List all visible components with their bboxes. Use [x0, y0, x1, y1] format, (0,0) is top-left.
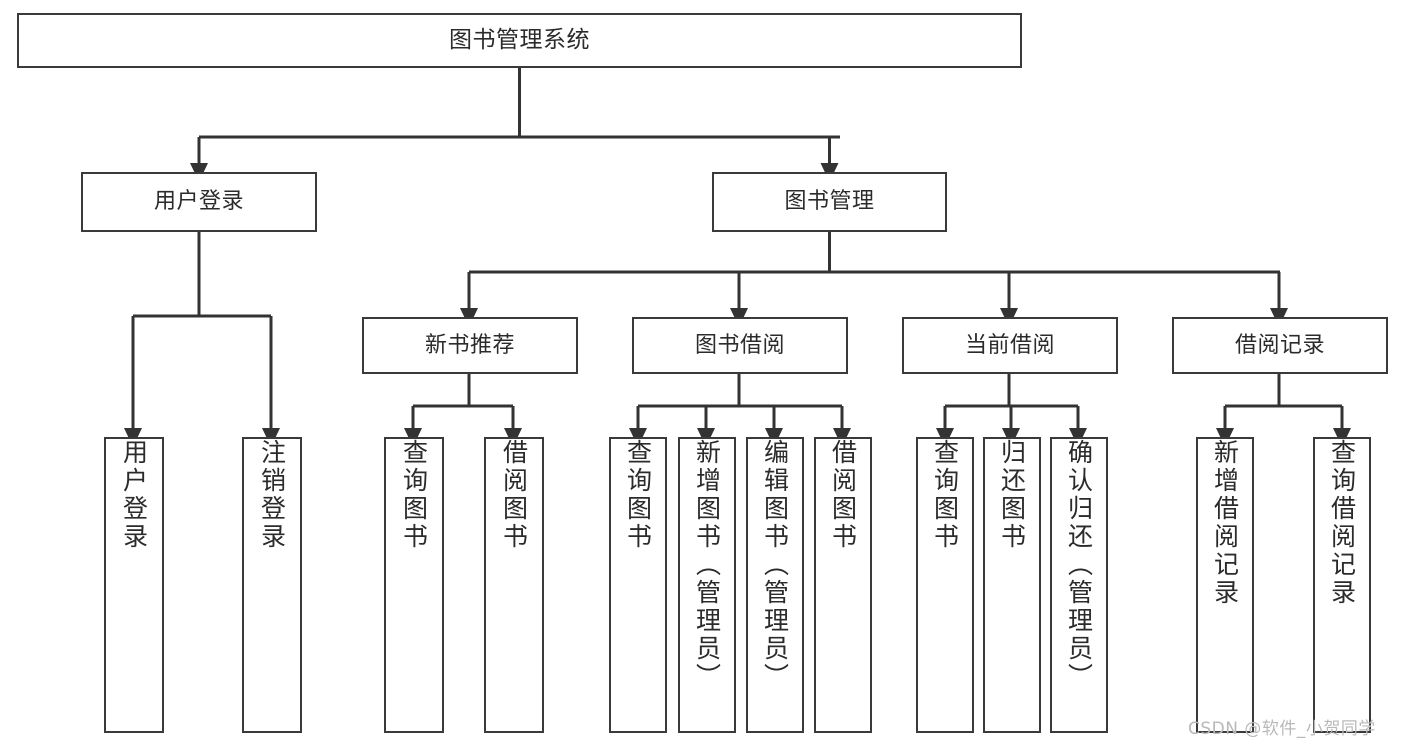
- node-leaf-query-record[interactable]: 查询借阅记录: [1313, 437, 1371, 733]
- node-leaf-logout-label: 注销登录: [257, 439, 287, 551]
- node-leaf-return-book-label: 归还图书: [997, 439, 1027, 551]
- node-borrow-record-label: 借阅记录: [1234, 332, 1325, 358]
- node-leaf-logout[interactable]: 注销登录: [242, 437, 302, 733]
- node-leaf-borrow-book-rec-label: 借阅图书: [499, 439, 529, 551]
- node-leaf-query-book-rec[interactable]: 查询图书: [384, 437, 444, 733]
- node-book-manage[interactable]: 图书管理: [712, 172, 947, 232]
- node-user-login-label: 用户登录: [153, 189, 244, 215]
- node-leaf-confirm-return[interactable]: 确认归还（管理员）: [1050, 437, 1108, 733]
- node-new-book-recommend[interactable]: 新书推荐: [362, 317, 578, 374]
- node-leaf-add-book[interactable]: 新增图书（管理员）: [678, 437, 736, 733]
- node-leaf-add-record[interactable]: 新增借阅记录: [1196, 437, 1254, 733]
- watermark-text: CSDN @软件_小贺同学: [1188, 719, 1376, 739]
- node-leaf-borrow-book[interactable]: 借阅图书: [814, 437, 872, 733]
- node-leaf-query-book-label: 查询图书: [623, 439, 653, 551]
- node-leaf-user-login-label: 用户登录: [119, 439, 149, 551]
- node-leaf-borrow-book-rec[interactable]: 借阅图书: [484, 437, 544, 733]
- node-leaf-query-book[interactable]: 查询图书: [609, 437, 667, 733]
- node-leaf-user-login[interactable]: 用户登录: [104, 437, 164, 733]
- node-leaf-return-book[interactable]: 归还图书: [983, 437, 1041, 733]
- node-book-borrow[interactable]: 图书借阅: [632, 317, 848, 374]
- node-root[interactable]: 图书管理系统: [17, 13, 1022, 68]
- node-leaf-edit-book-label: 编辑图书（管理员）: [760, 439, 790, 691]
- node-leaf-borrow-book-label: 借阅图书: [828, 439, 858, 551]
- node-borrow-record[interactable]: 借阅记录: [1172, 317, 1388, 374]
- node-leaf-add-record-label: 新增借阅记录: [1210, 439, 1240, 607]
- node-leaf-add-book-label: 新增图书（管理员）: [692, 439, 722, 691]
- node-current-borrow-label: 当前借阅: [964, 332, 1055, 358]
- node-book-manage-label: 图书管理: [784, 189, 875, 215]
- node-book-borrow-label: 图书借阅: [694, 332, 785, 358]
- node-leaf-query-book-rec-label: 查询图书: [399, 439, 429, 551]
- node-current-borrow[interactable]: 当前借阅: [902, 317, 1118, 374]
- node-new-book-recommend-label: 新书推荐: [424, 332, 515, 358]
- node-leaf-query-record-label: 查询借阅记录: [1327, 439, 1357, 607]
- node-root-label: 图书管理系统: [449, 27, 590, 54]
- node-leaf-confirm-return-label: 确认归还（管理员）: [1064, 439, 1094, 691]
- node-leaf-edit-book[interactable]: 编辑图书（管理员）: [746, 437, 804, 733]
- node-user-login[interactable]: 用户登录: [81, 172, 317, 232]
- node-leaf-query-book-cur[interactable]: 查询图书: [916, 437, 974, 733]
- node-leaf-query-book-cur-label: 查询图书: [930, 439, 960, 551]
